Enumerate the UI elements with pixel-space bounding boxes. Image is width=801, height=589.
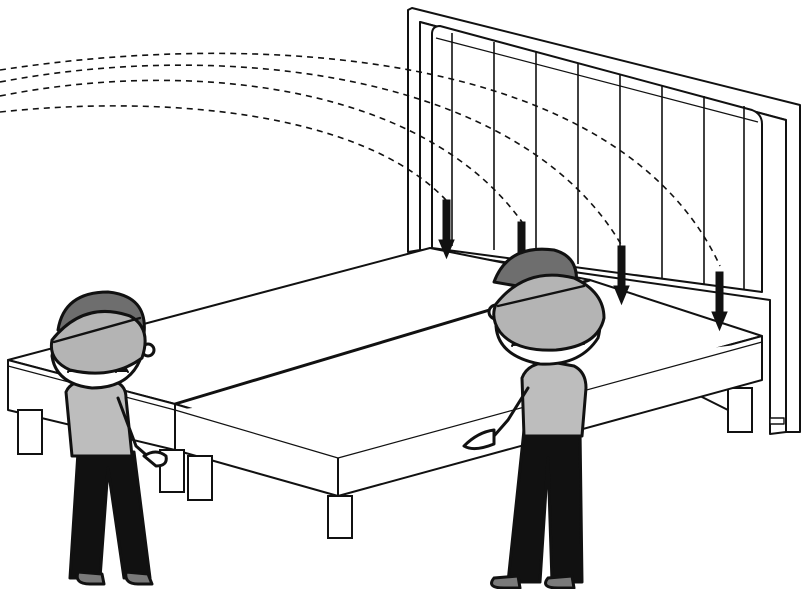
illustration-canvas: [0, 0, 801, 589]
assembly-illustration: [0, 0, 801, 589]
